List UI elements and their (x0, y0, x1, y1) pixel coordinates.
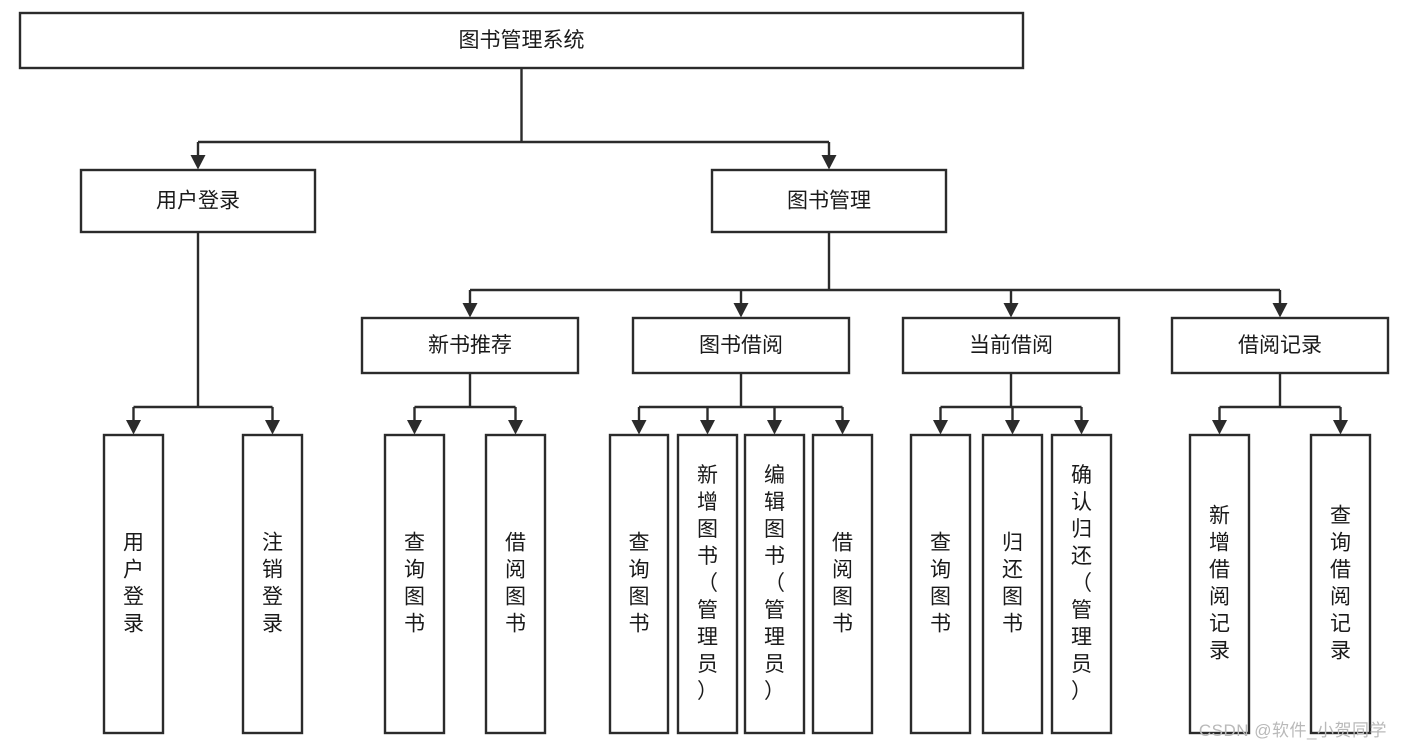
watermark-text: CSDN @软件_小贺同学 (1198, 721, 1387, 740)
node-box-leaf_bw_add (676, 433, 739, 735)
node-box-l3_new (360, 316, 580, 375)
node-box-l3_current (901, 316, 1121, 375)
node-leaf_bw_add[interactable]: 新增图书（管理员） (676, 433, 739, 735)
node-leaf_bw_edit[interactable]: 编辑图书（管理员） (743, 433, 806, 735)
node-l3_borrow[interactable]: 图书借阅 (631, 316, 851, 375)
node-leaf_new_borrow[interactable]: 借阅图书 (484, 433, 547, 735)
node-label-leaf_bw_query: 查询图书 (629, 531, 650, 635)
node-label-l3_record: 借阅记录 (1238, 334, 1322, 357)
edge-layer (126, 68, 1348, 435)
node-leaf_cur_return[interactable]: 归还图书 (981, 433, 1044, 735)
node-box-leaf_rec_query (1309, 433, 1372, 735)
node-label-l2_login: 用户登录 (156, 190, 240, 213)
node-label-l3_current: 当前借阅 (969, 334, 1053, 357)
node-label-root: 图书管理系统 (459, 29, 585, 52)
node-label-leaf_new_query: 查询图书 (404, 531, 425, 635)
edge-group-l3_new (407, 373, 523, 435)
node-label-l2_book: 图书管理 (787, 190, 871, 213)
node-leaf_logout[interactable]: 注销登录 (241, 433, 304, 735)
node-leaf_cur_confirm[interactable]: 确认归还（管理员） (1050, 433, 1113, 735)
node-box-root (18, 11, 1025, 70)
node-box-leaf_cur_query (909, 433, 972, 735)
node-box-l3_record (1170, 316, 1390, 375)
node-leaf_rec_query[interactable]: 查询借阅记录 (1309, 433, 1372, 735)
node-l3_current[interactable]: 当前借阅 (901, 316, 1121, 375)
node-label-leaf_bw_edit: 编辑图书（管理员） (764, 464, 785, 703)
node-label-l3_new: 新书推荐 (428, 334, 512, 357)
node-box-leaf_logout (241, 433, 304, 735)
node-label-leaf_new_borrow: 借阅图书 (505, 531, 526, 635)
edge-group-l2_login (126, 232, 280, 435)
node-root[interactable]: 图书管理系统 (18, 11, 1025, 70)
node-leaf_new_query[interactable]: 查询图书 (383, 433, 446, 735)
node-box-leaf_bw_edit (743, 433, 806, 735)
node-box-leaf_bw_query (608, 433, 670, 735)
node-l2_book[interactable]: 图书管理 (710, 168, 948, 234)
edge-group-root (190, 68, 837, 170)
node-leaf_rec_add[interactable]: 新增借阅记录 (1188, 433, 1251, 735)
node-label-leaf_rec_add: 新增借阅记录 (1209, 504, 1230, 662)
node-label-leaf_cur_confirm: 确认归还（管理员） (1071, 464, 1092, 703)
node-label-leaf_user_login: 用户登录 (123, 531, 144, 635)
node-label-leaf_cur_return: 归还图书 (1002, 531, 1023, 635)
node-l2_login[interactable]: 用户登录 (79, 168, 317, 234)
node-label-l3_borrow: 图书借阅 (699, 334, 783, 357)
node-label-leaf_bw_add: 新增图书（管理员） (697, 464, 718, 703)
edge-group-l2_book (462, 232, 1288, 318)
node-label-leaf_rec_query: 查询借阅记录 (1330, 504, 1351, 662)
node-box-leaf_rec_add (1188, 433, 1251, 735)
node-box-leaf_cur_confirm (1050, 433, 1113, 735)
node-l3_new[interactable]: 新书推荐 (360, 316, 580, 375)
node-box-leaf_user_login (102, 433, 165, 735)
edge-group-l3_borrow (631, 373, 850, 435)
node-label-leaf_logout: 注销登录 (262, 531, 283, 635)
node-label-leaf_cur_query: 查询图书 (930, 531, 951, 635)
node-box-leaf_bw_borrow (811, 433, 874, 735)
node-layer: 图书管理系统用户登录图书管理新书推荐图书借阅当前借阅借阅记录用户登录注销登录查询… (18, 11, 1390, 735)
node-box-l2_book (710, 168, 948, 234)
edge-group-l3_current (933, 373, 1089, 435)
node-label-leaf_bw_borrow: 借阅图书 (832, 531, 853, 635)
node-leaf_cur_query[interactable]: 查询图书 (909, 433, 972, 735)
node-l3_record[interactable]: 借阅记录 (1170, 316, 1390, 375)
node-leaf_user_login[interactable]: 用户登录 (102, 433, 165, 735)
edge-group-l3_record (1212, 373, 1348, 435)
node-box-l2_login (79, 168, 317, 234)
node-box-leaf_new_query (383, 433, 446, 735)
node-box-l3_borrow (631, 316, 851, 375)
node-box-leaf_new_borrow (484, 433, 547, 735)
node-box-leaf_cur_return (981, 433, 1044, 735)
node-leaf_bw_borrow[interactable]: 借阅图书 (811, 433, 874, 735)
node-leaf_bw_query[interactable]: 查询图书 (608, 433, 670, 735)
